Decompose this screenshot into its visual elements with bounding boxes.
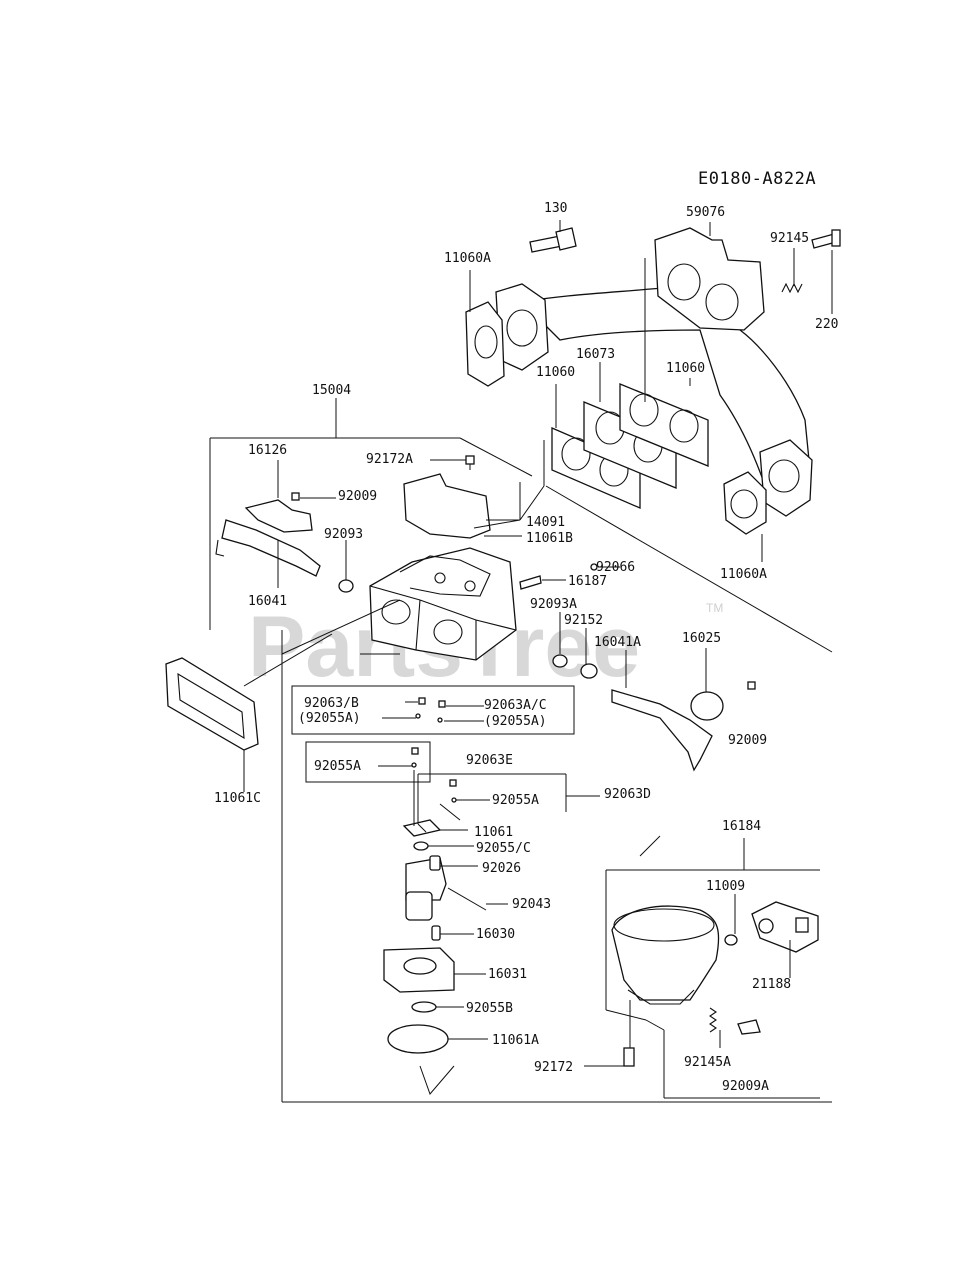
label-11060-left[interactable]: 11060: [536, 365, 575, 380]
label-92009-top[interactable]: 92009: [338, 489, 377, 504]
oring-92055B[interactable]: [411, 1001, 437, 1013]
label-59076[interactable]: 59076: [686, 205, 725, 220]
label-92055B[interactable]: 92055B: [466, 1001, 513, 1016]
label-11061A[interactable]: 11061A: [492, 1033, 539, 1048]
trademark: TM: [706, 601, 723, 615]
oring-92055C[interactable]: [413, 841, 429, 851]
bolt-130[interactable]: [529, 227, 577, 253]
plate-14091[interactable]: [403, 473, 491, 539]
label-92145[interactable]: 92145: [770, 231, 809, 246]
label-16031[interactable]: 16031: [488, 967, 527, 982]
label-11061C[interactable]: 11061C: [214, 791, 261, 806]
label-92026[interactable]: 92026: [482, 861, 521, 876]
label-16041A[interactable]: 16041A: [594, 635, 641, 650]
label-92055A-right[interactable]: (92055A): [484, 714, 547, 729]
label-92145A[interactable]: 92145A: [684, 1055, 731, 1070]
label-16187[interactable]: 16187: [568, 574, 607, 589]
label-16184[interactable]: 16184: [722, 819, 761, 834]
part-labels: 130 59076 92145 11060A 220 16073 11060 1…: [214, 201, 838, 1094]
label-92055A-left[interactable]: (92055A): [298, 711, 361, 726]
label-92063B[interactable]: 92063/B: [304, 696, 359, 711]
label-92063AC[interactable]: 92063A/C: [484, 698, 547, 713]
screw-220[interactable]: [811, 229, 841, 249]
screw-92009A[interactable]: [737, 1019, 761, 1035]
float-chamber-16184[interactable]: [611, 905, 720, 1005]
carburetor-body[interactable]: [369, 547, 517, 661]
needle-16030[interactable]: [431, 925, 441, 941]
label-16025[interactable]: 16025: [682, 631, 721, 646]
lever-16126[interactable]: [244, 499, 313, 533]
label-92055A-box[interactable]: 92055A: [314, 759, 361, 774]
label-16041[interactable]: 16041: [248, 594, 287, 609]
label-92093[interactable]: 92093: [324, 527, 363, 542]
gasket-11060A-top[interactable]: [465, 301, 505, 387]
label-92009A[interactable]: 92009A: [722, 1079, 769, 1094]
label-16073[interactable]: 16073: [576, 347, 615, 362]
gasket-11060-right[interactable]: [619, 383, 709, 467]
label-130[interactable]: 130: [544, 201, 567, 216]
label-16126[interactable]: 16126: [248, 443, 287, 458]
label-11061B[interactable]: 11061B: [526, 531, 573, 546]
label-92055C[interactable]: 92055/C: [476, 841, 531, 856]
intake-manifold[interactable]: [495, 227, 813, 517]
label-92063E[interactable]: 92063E: [466, 753, 513, 768]
float-16031[interactable]: [383, 947, 455, 993]
valve-16025[interactable]: [690, 691, 724, 721]
gasket-11060A-bottom[interactable]: [723, 471, 767, 535]
solenoid-21188[interactable]: [751, 901, 819, 953]
screw-16187[interactable]: [519, 575, 542, 590]
collar-92093[interactable]: [338, 579, 354, 593]
label-11060A-bottom[interactable]: 11060A: [720, 567, 767, 582]
diagram-code: E0180-A822A: [698, 169, 816, 189]
spring-92145[interactable]: [781, 282, 803, 294]
gasket-11061C[interactable]: [165, 657, 259, 751]
label-21188[interactable]: 21188: [752, 977, 791, 992]
screw-92009-top[interactable]: [291, 492, 300, 501]
gasket-11061A[interactable]: [387, 1024, 449, 1054]
label-92172[interactable]: 92172: [534, 1060, 573, 1075]
label-92063D[interactable]: 92063D: [604, 787, 651, 802]
shaft-16041A[interactable]: [611, 689, 713, 772]
label-92055A-mid[interactable]: 92055A: [492, 793, 539, 808]
label-14091[interactable]: 14091: [526, 515, 565, 530]
label-11060A-top[interactable]: 11060A: [444, 251, 491, 266]
label-92043[interactable]: 92043: [512, 897, 551, 912]
label-11060-right[interactable]: 11060: [666, 361, 705, 376]
label-92093A[interactable]: 92093A: [530, 597, 577, 612]
leader-lines: [209, 220, 833, 1103]
label-92172A[interactable]: 92172A: [366, 452, 413, 467]
screw-92009-right[interactable]: [747, 681, 756, 690]
washer-11009[interactable]: [724, 934, 738, 946]
bushing-92152[interactable]: [580, 663, 598, 679]
label-92066[interactable]: 92066: [596, 560, 635, 575]
collar-92093A[interactable]: [552, 654, 568, 668]
shaft-16041[interactable]: [215, 519, 321, 577]
label-11009[interactable]: 11009: [706, 879, 745, 894]
screw-92172A[interactable]: [465, 455, 475, 470]
pipe-92026[interactable]: [429, 855, 441, 871]
label-15004[interactable]: 15004: [312, 383, 351, 398]
jet-92066[interactable]: [590, 563, 598, 571]
label-220[interactable]: 220: [815, 317, 838, 332]
label-92009-right[interactable]: 92009: [728, 733, 767, 748]
label-16030[interactable]: 16030: [476, 927, 515, 942]
label-11061[interactable]: 11061: [474, 825, 513, 840]
screw-92172[interactable]: [623, 1047, 635, 1067]
plugs-group[interactable]: [411, 697, 457, 803]
label-92152[interactable]: 92152: [564, 613, 603, 628]
spring-92145A[interactable]: [709, 1007, 717, 1033]
pin-92043[interactable]: [447, 887, 487, 911]
